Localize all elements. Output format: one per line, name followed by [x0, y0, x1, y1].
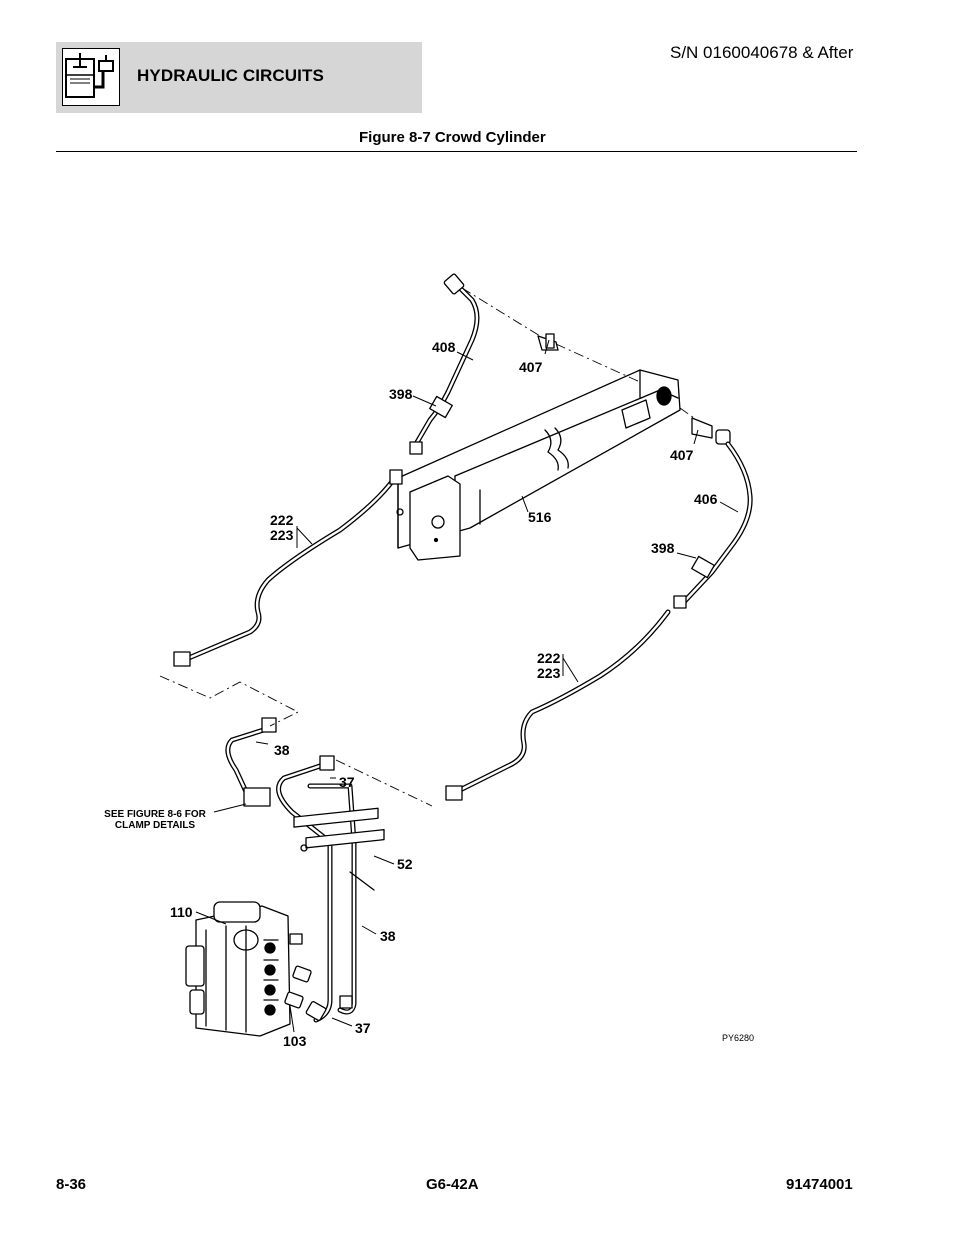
callout-398-upper: 398: [389, 386, 413, 402]
callout-37-upper: 37: [339, 774, 355, 790]
callout-103: 103: [283, 1033, 307, 1049]
clamp-note-line2: CLAMP DETAILS: [115, 820, 196, 831]
serial-number: S/N 0160040678 & After: [670, 43, 854, 62]
callout-406: 406: [694, 491, 718, 507]
drawing-code: PY6280: [722, 1033, 754, 1043]
callout-516: 516: [528, 509, 552, 525]
header-rule: [56, 151, 857, 152]
callout-407-right: 407: [670, 447, 694, 463]
control-valve: [185, 901, 303, 1037]
callout-223-upper: 223: [270, 527, 294, 543]
callout-408: 408: [432, 339, 456, 355]
figure-title: Figure 8-7 Crowd Cylinder: [359, 129, 546, 146]
section-title: HYDRAULIC CIRCUITS: [137, 66, 324, 85]
callout-110: 110: [170, 904, 193, 920]
callout-38-upper: 38: [274, 742, 290, 758]
callout-223-lower: 223: [537, 665, 561, 681]
callout-38-lower: 38: [380, 928, 396, 944]
callout-37-lower: 37: [355, 1020, 371, 1036]
model-number: G6-42A: [426, 1176, 479, 1193]
callout-222-lower: 222: [537, 650, 561, 666]
callout-407-top: 407: [519, 359, 543, 375]
hydraulic-reservoir-icon: [62, 48, 120, 106]
manual-part-number: 91474001: [786, 1176, 853, 1193]
callout-398-lower: 398: [651, 540, 675, 556]
page-number: 8-36: [56, 1176, 87, 1193]
callout-222-upper: 222: [270, 512, 294, 528]
crowd-cylinder: [396, 369, 681, 561]
callout-52: 52: [397, 856, 413, 872]
clamp-note-line1: SEE FIGURE 8-6 FOR: [104, 809, 206, 820]
